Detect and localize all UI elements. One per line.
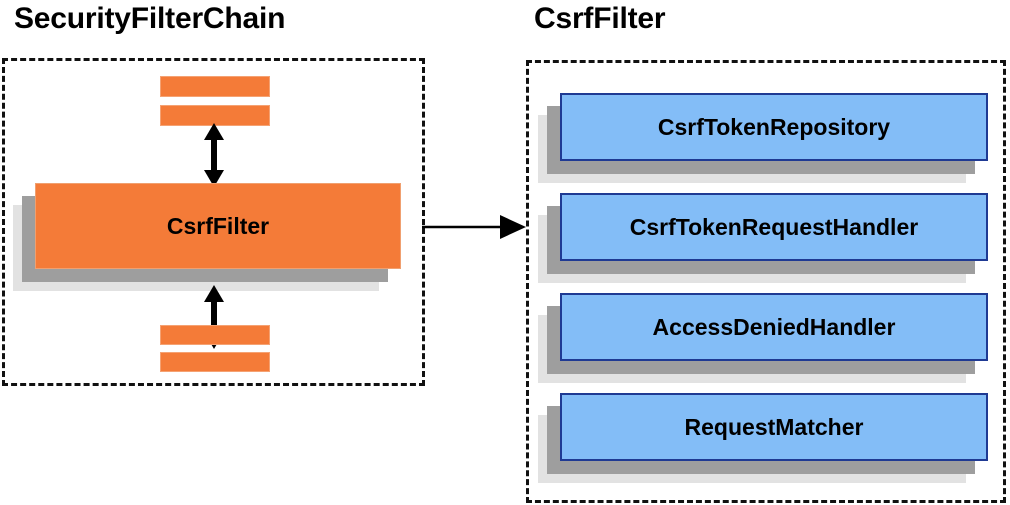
connector-arrow-icon	[422, 215, 526, 239]
csrffilter-card-label: CsrfFilter	[166, 212, 270, 239]
filter-bar-above-1	[160, 76, 270, 97]
double-arrow-above-icon	[204, 123, 224, 187]
component-card-face: AccessDeniedHandler	[560, 293, 988, 361]
panel-title-csrffilter: CsrfFilter	[534, 2, 666, 35]
component-card-label: AccessDeniedHandler	[652, 313, 896, 340]
component-card-face: RequestMatcher	[560, 393, 988, 461]
component-card-csrftokenrepository[interactable]: CsrfTokenRepository	[538, 93, 988, 183]
group-box-csrffilter	[526, 60, 1006, 503]
component-card-face: CsrfTokenRepository	[560, 93, 988, 161]
filter-bar-below-2	[160, 352, 270, 372]
component-card-csrftokenrequesthandler[interactable]: CsrfTokenRequestHandler	[538, 193, 988, 283]
component-card-requestmatcher[interactable]: RequestMatcher	[538, 393, 988, 483]
filter-bar-below-1	[160, 325, 270, 345]
panel-title-securityfilterchain: SecurityFilterChain	[14, 2, 286, 35]
component-card-accessdeniedhandler[interactable]: AccessDeniedHandler	[538, 293, 988, 383]
csrffilter-card-face: CsrfFilter	[35, 183, 401, 269]
group-box-securityfilterchain	[2, 58, 425, 386]
component-card-label: RequestMatcher	[684, 413, 864, 440]
component-card-label: CsrfTokenRequestHandler	[629, 213, 919, 240]
csrffilter-card[interactable]: CsrfFilter	[13, 183, 401, 291]
component-card-face: CsrfTokenRequestHandler	[560, 193, 988, 261]
component-card-label: CsrfTokenRepository	[657, 113, 891, 140]
